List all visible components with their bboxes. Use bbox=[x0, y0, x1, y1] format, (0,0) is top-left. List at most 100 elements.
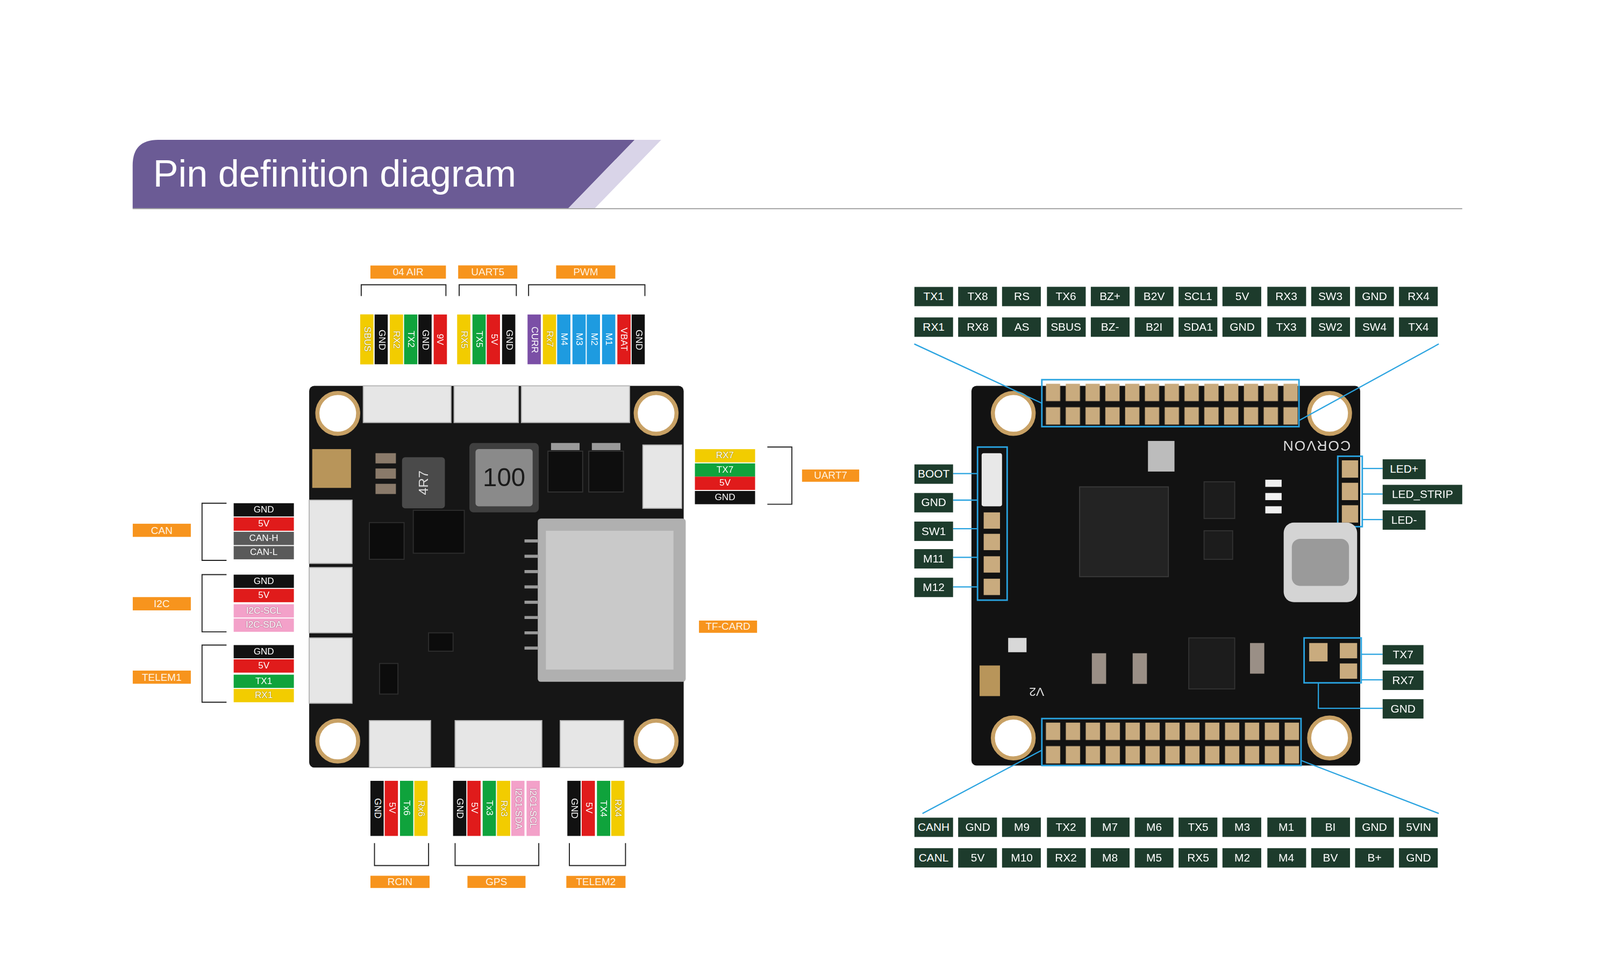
pad-label: SW4 bbox=[1354, 317, 1394, 337]
pin-label: GND bbox=[374, 314, 389, 365]
pad-label: RX5 bbox=[1178, 847, 1218, 868]
pad-label: RX3 bbox=[1266, 286, 1306, 306]
pin-name: Tx6 bbox=[401, 800, 411, 816]
pin-name: BZ+ bbox=[1099, 290, 1121, 303]
mount-hole bbox=[993, 717, 1034, 759]
pin-name: M1 bbox=[1278, 821, 1295, 833]
pin-label: CURR bbox=[527, 314, 541, 365]
pin-name: M2 bbox=[589, 332, 599, 346]
gold-pad bbox=[979, 665, 1000, 696]
pin-label: RX1 bbox=[233, 688, 295, 703]
pin-name: 5V bbox=[1235, 290, 1250, 303]
pin-label: GND bbox=[502, 314, 516, 365]
pin-label: TX2 bbox=[403, 314, 418, 365]
pin-label: GND bbox=[418, 314, 433, 365]
pad-label: SW2 bbox=[1310, 317, 1350, 337]
pad-label: M4 bbox=[1266, 847, 1306, 868]
group-bracket bbox=[767, 446, 792, 504]
pin-label: I2C1-SCL bbox=[525, 780, 540, 836]
pad-label: RX4 bbox=[1398, 286, 1438, 306]
pad-label: TX2 bbox=[1046, 817, 1086, 837]
leader-line bbox=[1318, 654, 1383, 709]
group-label: GPS bbox=[467, 875, 526, 888]
pin-name: M8 bbox=[1102, 852, 1118, 864]
pin-label: 5V bbox=[581, 780, 596, 836]
version-marking: V2 bbox=[1029, 685, 1045, 698]
mosfet-tab bbox=[591, 443, 621, 450]
pad-label: M1 bbox=[1266, 817, 1306, 837]
pin-name: B+ bbox=[1367, 852, 1382, 864]
pad-label: M5 bbox=[1134, 847, 1174, 868]
title-text: Pin definition diagram bbox=[153, 154, 517, 193]
pin-label: TX1 bbox=[233, 674, 295, 688]
pin-name: SW1 bbox=[921, 524, 946, 537]
group-label: TF-CARD bbox=[698, 620, 757, 633]
leader-line bbox=[1362, 468, 1383, 520]
pin-name: 9V bbox=[434, 333, 445, 346]
pin-name: 5V bbox=[258, 519, 270, 529]
led bbox=[1265, 479, 1282, 487]
group-label: I2C bbox=[132, 596, 191, 611]
connector bbox=[454, 720, 542, 768]
pin-name: TX4 bbox=[1408, 321, 1429, 333]
capacitor bbox=[1250, 643, 1265, 674]
pin-label: Rx7 bbox=[542, 314, 556, 365]
title-banner bbox=[132, 139, 635, 209]
leader-line bbox=[922, 750, 1042, 814]
pin-name: 5V bbox=[258, 590, 270, 600]
pad-label: M10 bbox=[1002, 847, 1042, 868]
pad-outline bbox=[1304, 637, 1362, 683]
chip bbox=[369, 522, 405, 560]
pin-label: 5V bbox=[384, 780, 399, 836]
pin-name: M9 bbox=[1013, 821, 1030, 833]
pin-name: RX4 bbox=[612, 799, 623, 818]
leader-line bbox=[914, 344, 1042, 404]
pin-label: Rx3 bbox=[496, 780, 511, 836]
pin-label: GND bbox=[567, 780, 581, 836]
pin-label: I2C-SCL bbox=[233, 603, 295, 618]
group-bracket bbox=[202, 645, 227, 703]
pin-label: Tx3 bbox=[482, 780, 496, 836]
chip bbox=[428, 632, 454, 652]
group-bracket bbox=[361, 284, 447, 297]
pin-name: RX8 bbox=[966, 321, 989, 333]
group-bracket bbox=[454, 843, 539, 866]
pad-label: 5V bbox=[1222, 286, 1262, 306]
pin-name: RX1 bbox=[922, 321, 945, 333]
pad-label: RX7 bbox=[1382, 670, 1424, 690]
leader-line bbox=[953, 473, 978, 588]
pin-name: TX7 bbox=[1393, 648, 1414, 661]
pin-label: M4 bbox=[557, 314, 571, 365]
pin-name: TX1 bbox=[255, 676, 273, 686]
pad-label: GND bbox=[1354, 817, 1394, 837]
pin-name: VBAT bbox=[618, 327, 628, 351]
connector bbox=[309, 500, 353, 564]
pin-name: UART7 bbox=[813, 470, 848, 481]
pin-label: M1 bbox=[602, 314, 616, 365]
pin-name: M12 bbox=[922, 581, 945, 594]
pin-name: I2C1-SDA bbox=[513, 787, 523, 830]
mount-hole bbox=[1309, 717, 1350, 759]
pin-name: TF-CARD bbox=[705, 621, 751, 632]
pin-name: RX5 bbox=[1187, 852, 1210, 864]
pin-name: SCL1 bbox=[1183, 290, 1212, 303]
pad-label: RX8 bbox=[958, 317, 998, 337]
group-label: TELEM2 bbox=[566, 875, 626, 888]
pad-label: 5V bbox=[958, 847, 998, 868]
pin-label: M2 bbox=[587, 314, 601, 365]
pad-label: BI bbox=[1310, 817, 1350, 837]
solder-pad bbox=[1341, 482, 1359, 500]
pin-name: M6 bbox=[1146, 821, 1162, 833]
solder-pad bbox=[1341, 460, 1359, 478]
pad-label: GND bbox=[1354, 286, 1394, 306]
pin-label: GND bbox=[631, 314, 646, 365]
pin-label: CAN-L bbox=[233, 545, 295, 560]
pin-name: TX2 bbox=[1055, 821, 1076, 833]
pin-name: GND bbox=[372, 797, 382, 819]
solder-pad bbox=[983, 512, 1000, 529]
pcb-board bbox=[971, 385, 1361, 766]
chip bbox=[379, 663, 398, 695]
pin-name: LED- bbox=[1391, 514, 1418, 526]
mount-hole bbox=[317, 393, 359, 434]
pin-name: TELEM2 bbox=[575, 876, 616, 887]
